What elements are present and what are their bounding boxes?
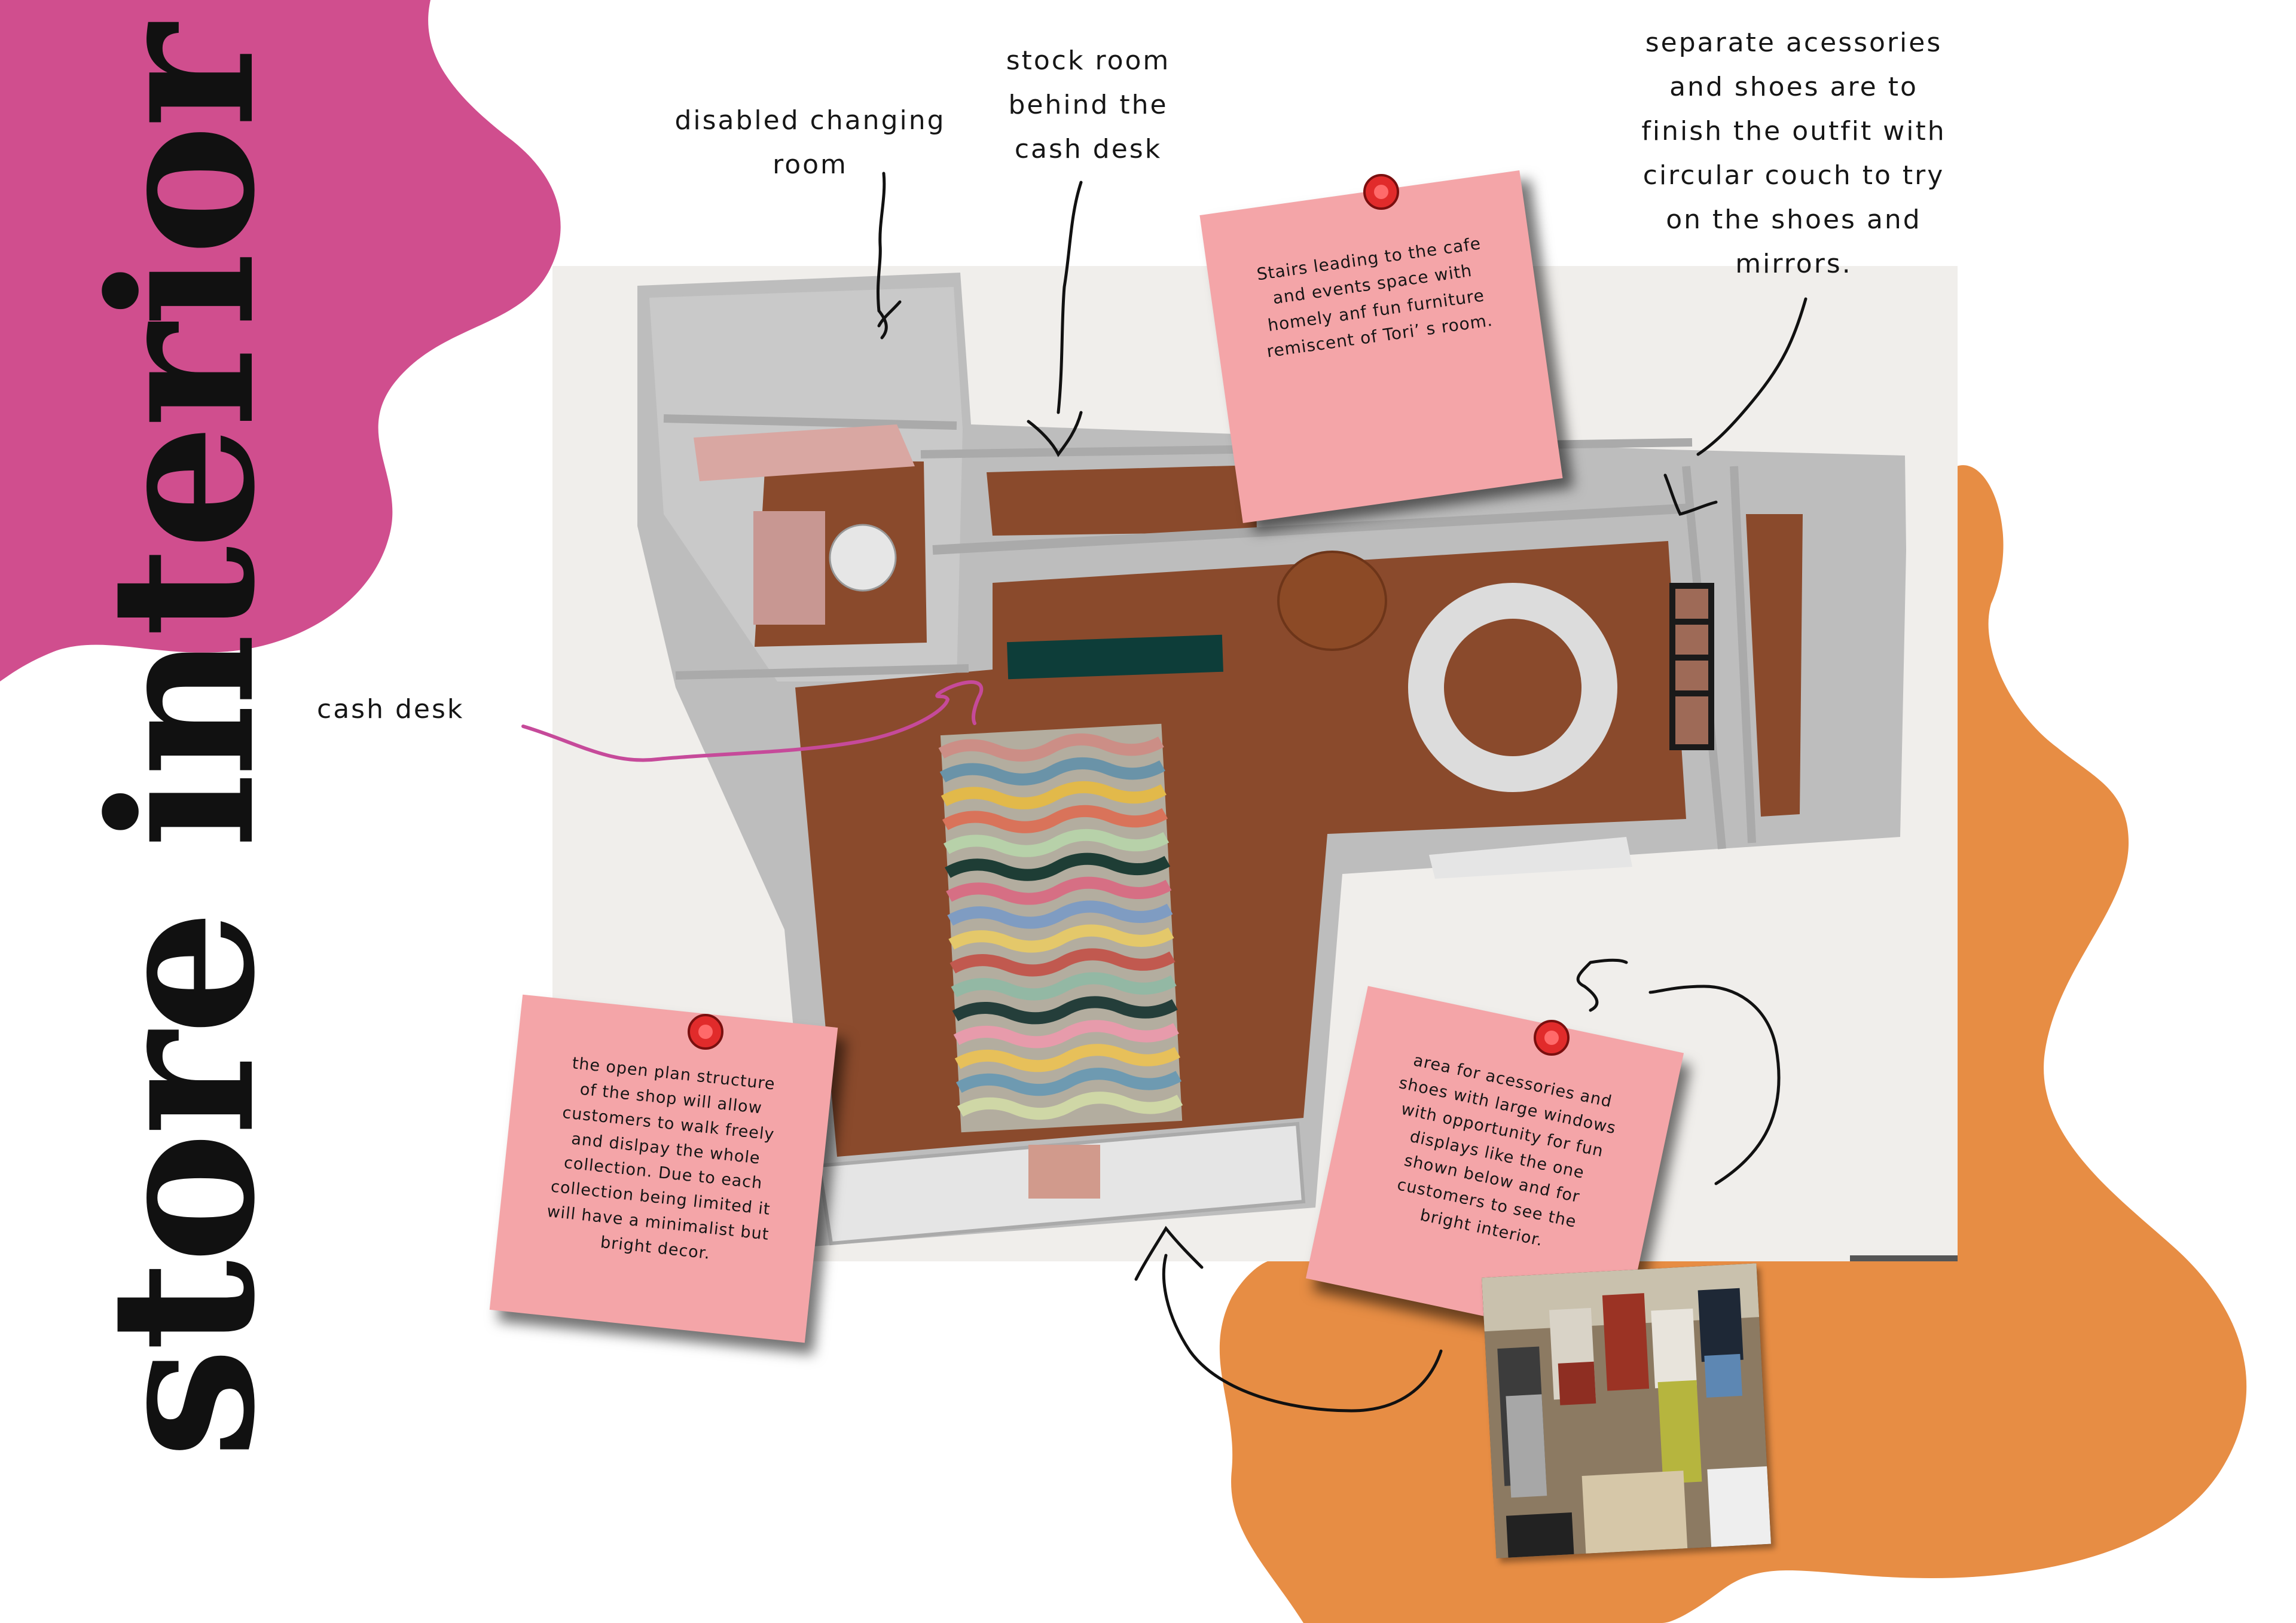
pin-icon [1363,174,1399,210]
cash-desk-line [521,680,984,762]
arrow-accessories [1663,297,1808,516]
pin-icon [688,1014,723,1050]
sticky-note-open-plan-text: the open plan structure of the shop will… [546,1054,776,1263]
page-title: store interior [66,27,298,1459]
arrow-stock-room [1027,181,1083,457]
arrow-windows [1134,1225,1443,1413]
sticky-note-stairs: Stairs leading to the cafe and events sp… [1199,170,1563,524]
annotation-accessories-shoes: separate acessories and shoes are to fin… [1641,27,1946,279]
pin-icon [1534,1020,1570,1056]
sticky-note-stairs-text: Stairs leading to the cafe and events sp… [1255,233,1494,362]
striped-rug [938,723,1183,1133]
sticky-note-accessories-area-text: area for acessories and shoes with large… [1395,1051,1618,1251]
arrow-accessories-area [1576,958,1781,1185]
sticky-note-open-plan: the open plan structure of the shop will… [489,994,838,1343]
mannequin-display-image [1482,1263,1771,1558]
annotation-cash-desk: cash desk [317,694,465,725]
arrow-changing-room [877,172,902,340]
annotation-disabled-changing-room: disabled changing room [674,105,946,180]
annotation-stock-room: stock room behind the cash desk [1006,45,1171,164]
display-photo [1482,1263,1771,1558]
